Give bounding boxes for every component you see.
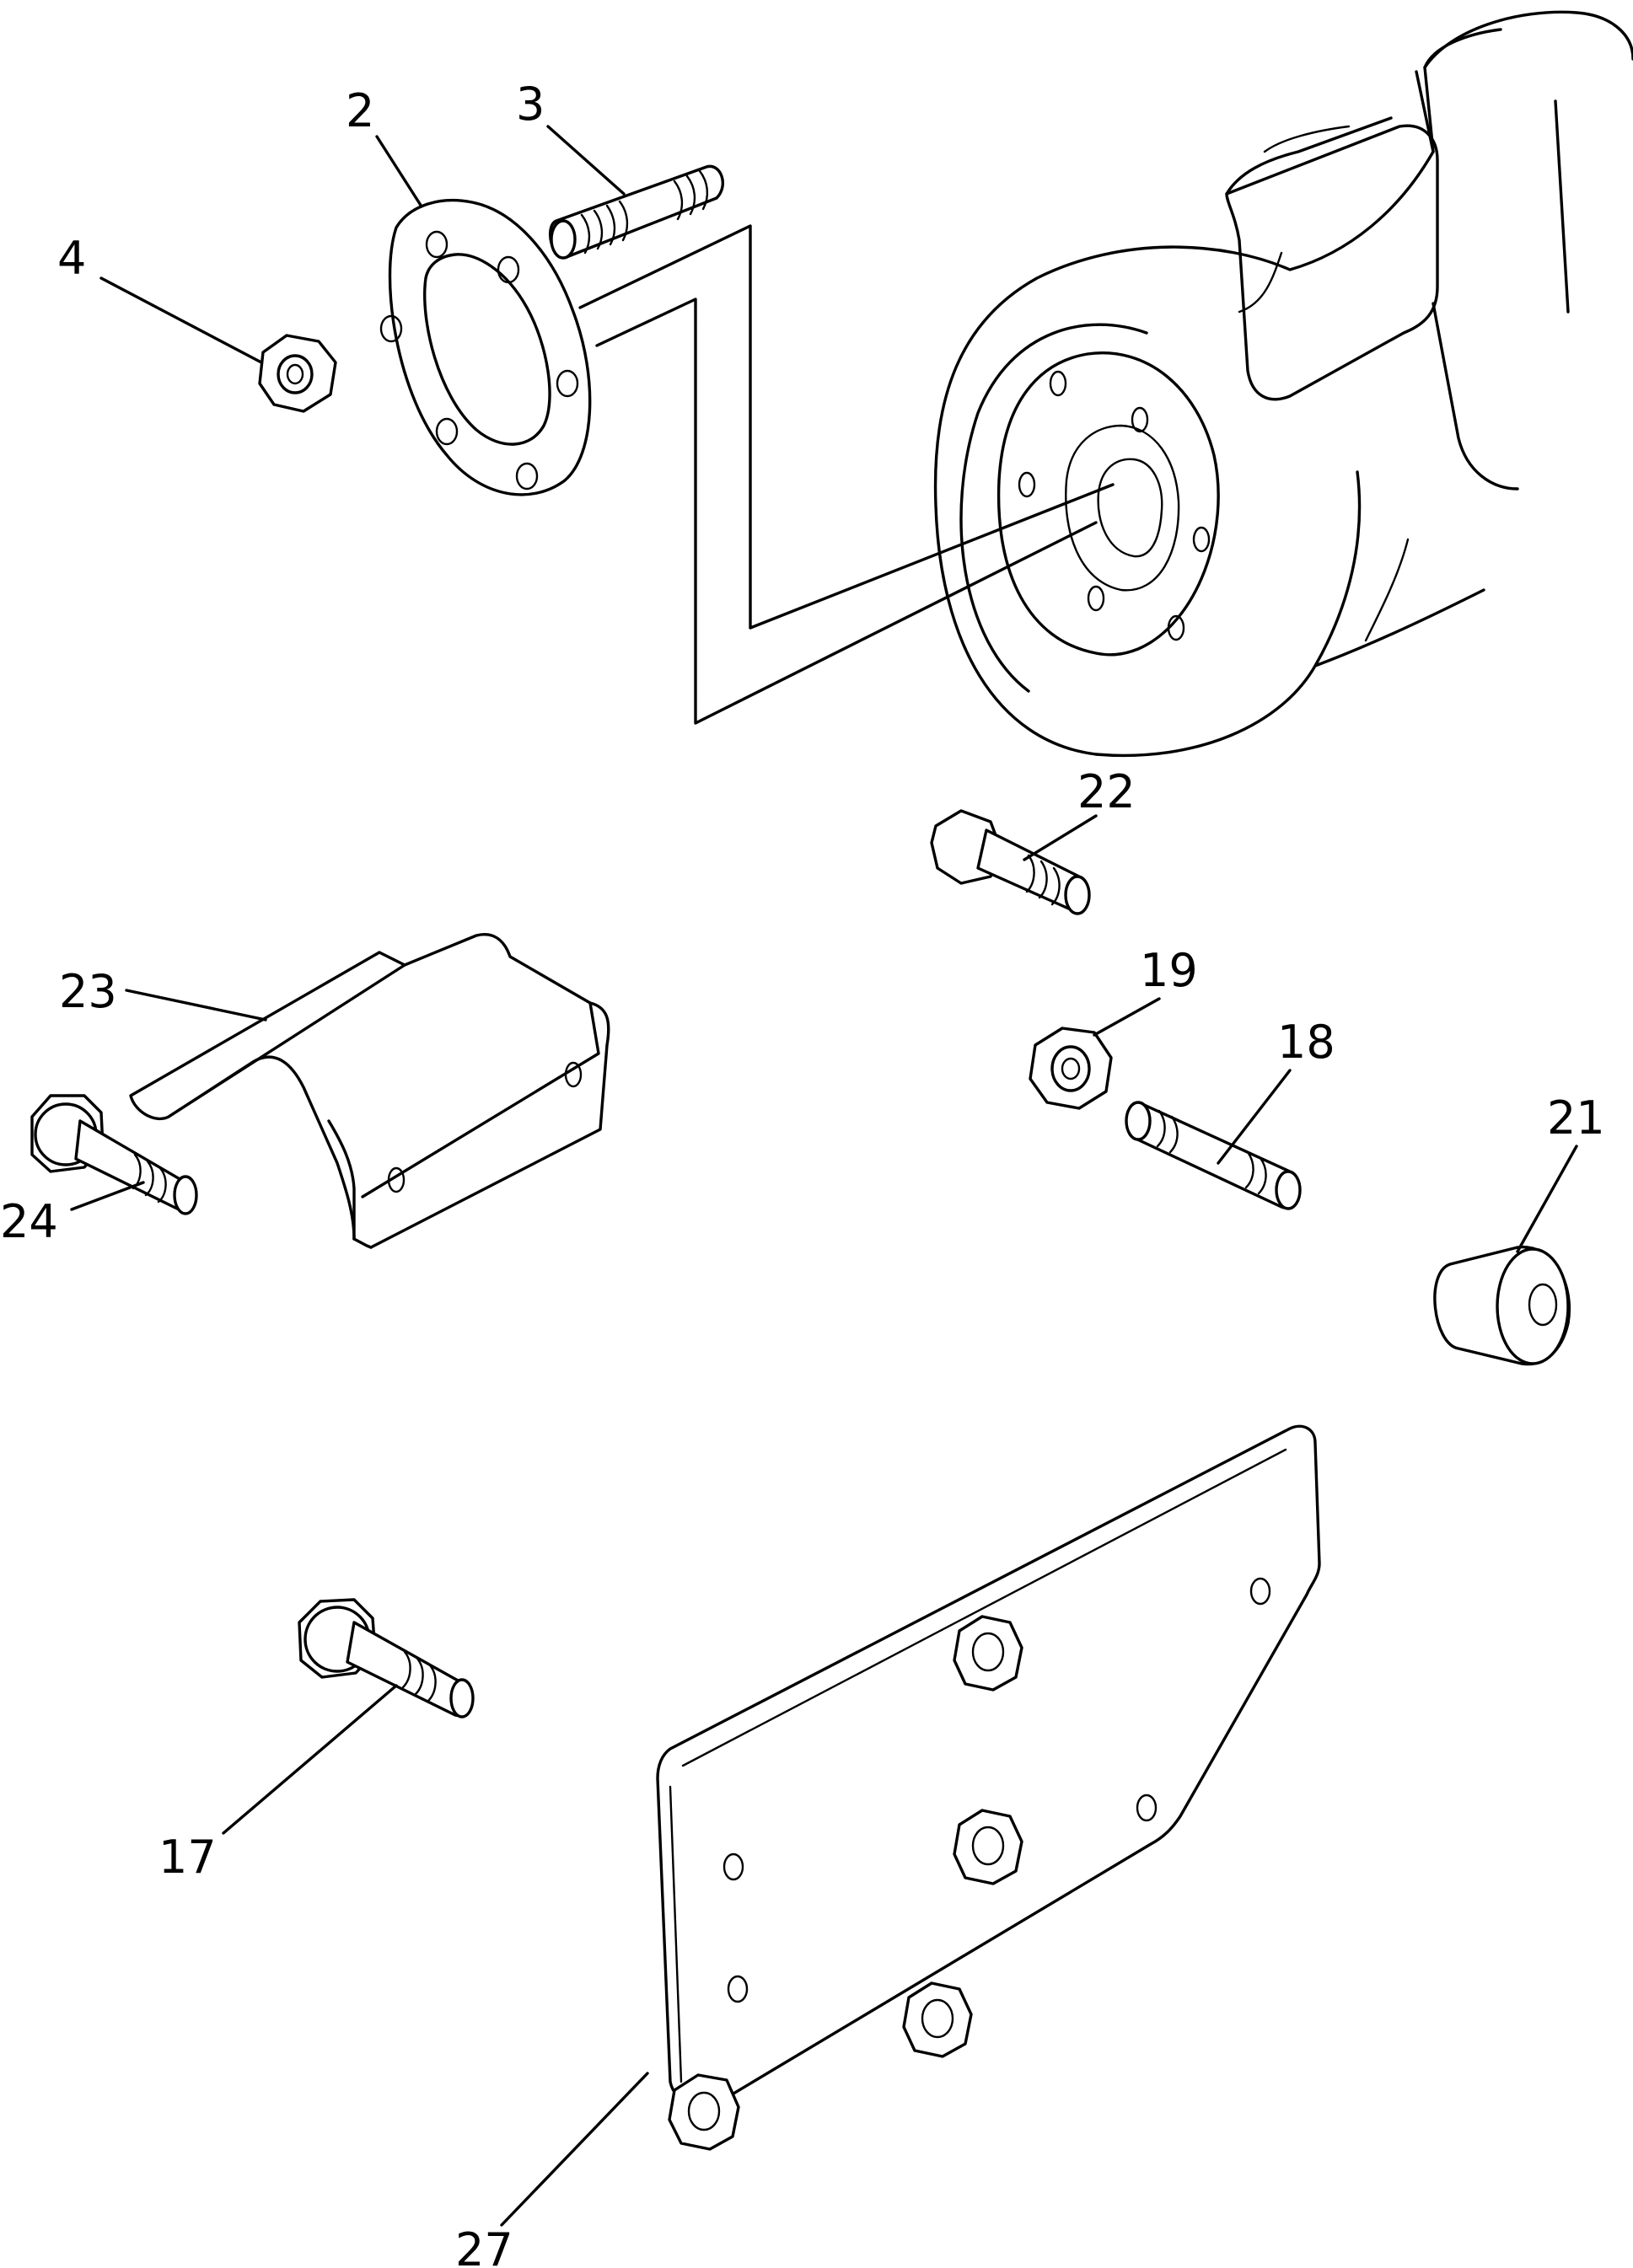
gasket-part-2 [379, 198, 592, 496]
assembly-reference-line [578, 224, 1115, 630]
callout-3: 3 [516, 78, 545, 131]
spacer-part-21 [1433, 1246, 1571, 1366]
nut-part-19 [1029, 1027, 1113, 1110]
turbocharger-housing [933, 10, 1633, 758]
flange-bolt-part-24 [30, 1094, 198, 1215]
callout-27: 27 [455, 2223, 513, 2268]
callout-22: 22 [1077, 765, 1136, 818]
stud-part-18 [1125, 1101, 1302, 1210]
nut-part-4 [258, 334, 337, 413]
callout-24: 24 [0, 1195, 58, 1248]
callout-2: 2 [346, 84, 374, 137]
callout-4: 4 [57, 232, 86, 285]
stud-part-3 [548, 164, 725, 260]
assembly-reference-line-2 [595, 298, 1098, 725]
bolt-part-22 [930, 809, 1091, 915]
flange-bolt-part-17 [298, 1598, 475, 1718]
callout-21: 21 [1547, 1091, 1605, 1145]
plate-part-27 [656, 1424, 1321, 2151]
callout-17: 17 [158, 1831, 217, 1884]
callout-18: 18 [1277, 1016, 1335, 1069]
callout-19: 19 [1140, 944, 1198, 997]
bracket-part-23 [129, 933, 610, 1249]
leader-lines [70, 125, 1578, 2227]
callout-23: 23 [59, 965, 117, 1018]
